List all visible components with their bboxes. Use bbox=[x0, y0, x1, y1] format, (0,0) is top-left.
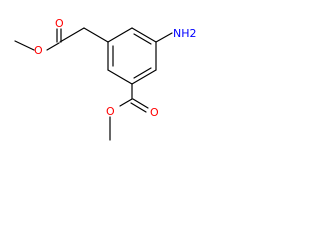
ring-double-bond bbox=[133, 67, 152, 79]
amine-bond bbox=[155, 32, 173, 43]
oxygen-label: O bbox=[55, 17, 64, 30]
ch2-carbonyl-bond bbox=[59, 27, 85, 43]
ester-carbonyl-bond bbox=[119, 98, 133, 107]
oxygen-label: O bbox=[150, 106, 159, 119]
ch2-bond bbox=[83, 27, 109, 43]
carbonyl-double-bond bbox=[132, 98, 149, 109]
ring-bond bbox=[107, 27, 133, 43]
ring-bond bbox=[131, 69, 157, 85]
benzene-ring bbox=[107, 27, 157, 85]
methoxy-bond bbox=[14, 40, 35, 51]
ring-bond bbox=[131, 27, 157, 43]
amine-label: NH2 bbox=[173, 27, 197, 40]
carbonyl-double-bond bbox=[130, 102, 147, 113]
chemical-structure: NH2 O O O O bbox=[14, 17, 197, 141]
ring-bond bbox=[107, 69, 133, 85]
oxygen-label: O bbox=[34, 44, 43, 57]
oxygen-label: O bbox=[106, 105, 115, 118]
ester-o-bond bbox=[46, 42, 60, 51]
ring-double-bond bbox=[133, 33, 152, 45]
